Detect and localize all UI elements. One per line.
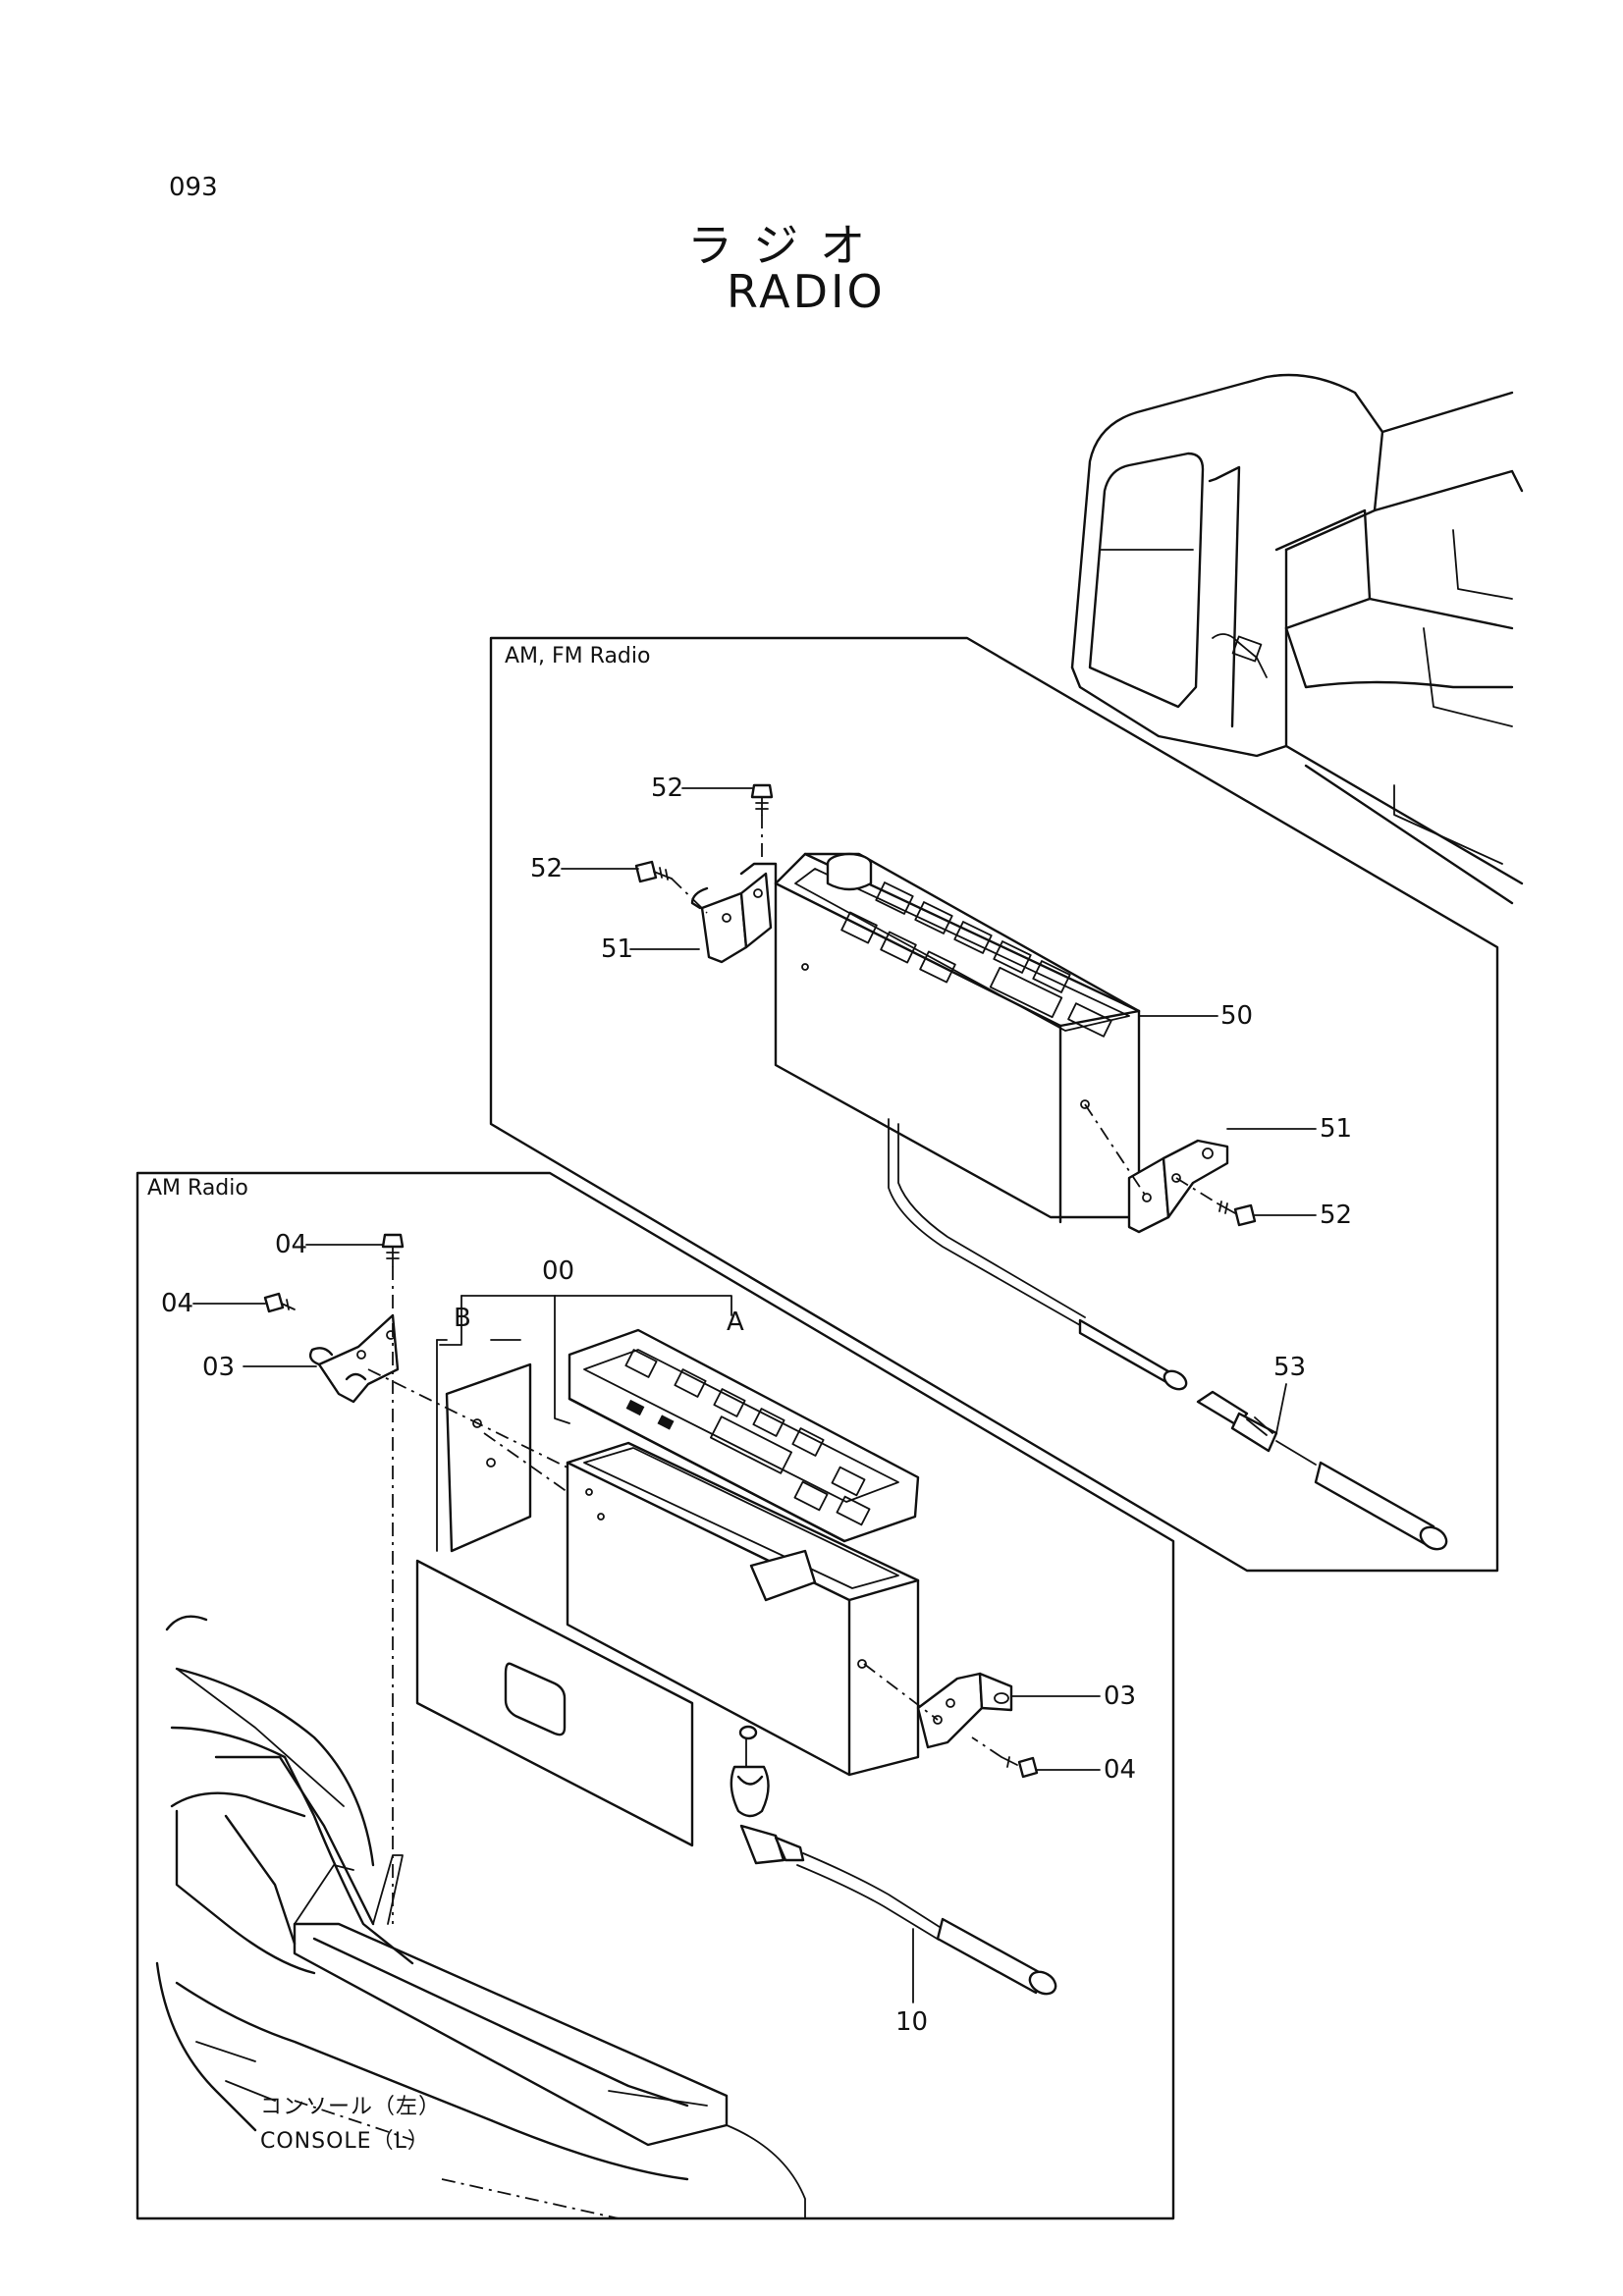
callout-52-right: 52 bbox=[1320, 1201, 1353, 1230]
antenna-cable-icon bbox=[730, 1725, 1057, 1996]
title-japanese: ラジオ bbox=[687, 219, 888, 272]
mounting-bracket-icon bbox=[308, 1313, 1013, 1749]
console-label-jp: コンソール（左） bbox=[260, 2095, 442, 2119]
mounting-bracket-icon bbox=[690, 862, 1229, 1234]
callout-B: B bbox=[454, 1304, 471, 1333]
callout-52-left: 52 bbox=[530, 854, 564, 883]
title-english: RADIO bbox=[727, 265, 886, 318]
callout-00: 00 bbox=[542, 1256, 575, 1286]
panel-label-am: AM Radio bbox=[147, 1176, 248, 1201]
amfm-panel-border bbox=[489, 636, 1499, 1573]
callout-51-left: 51 bbox=[601, 934, 634, 964]
bolt-icon bbox=[263, 1233, 1039, 1779]
callout-04-left: 04 bbox=[161, 1289, 194, 1318]
excavator-cab-icon bbox=[1070, 373, 1524, 905]
panel-label-amfm: AM, FM Radio bbox=[505, 644, 651, 668]
console-label-en: CONSOLE（L） bbox=[260, 2129, 430, 2154]
callout-04-top: 04 bbox=[275, 1230, 308, 1259]
am-panel-border bbox=[135, 1171, 1175, 2220]
callout-leaders bbox=[192, 787, 1317, 2003]
callout-03-left: 03 bbox=[202, 1353, 236, 1382]
antenna-cable-icon bbox=[1078, 1318, 1448, 1551]
callout-04-right: 04 bbox=[1104, 1755, 1137, 1785]
group-brackets bbox=[439, 1295, 732, 1346]
callout-52-top: 52 bbox=[651, 774, 684, 803]
callout-10: 10 bbox=[895, 2007, 929, 2037]
callout-50: 50 bbox=[1220, 1001, 1254, 1031]
radio-unit-icon bbox=[554, 1295, 920, 1777]
radio-unit-icon bbox=[774, 852, 1141, 1326]
callout-A: A bbox=[727, 1308, 744, 1337]
console-icon bbox=[155, 1615, 806, 2219]
panel-plate-icon bbox=[415, 1339, 694, 1847]
callout-53: 53 bbox=[1273, 1353, 1307, 1382]
bolt-icon bbox=[634, 783, 1257, 1227]
callout-03-right: 03 bbox=[1104, 1682, 1137, 1711]
assembly-center-lines bbox=[367, 815, 1218, 1924]
callout-51-right: 51 bbox=[1320, 1114, 1353, 1144]
page-number: 093 bbox=[169, 173, 218, 202]
